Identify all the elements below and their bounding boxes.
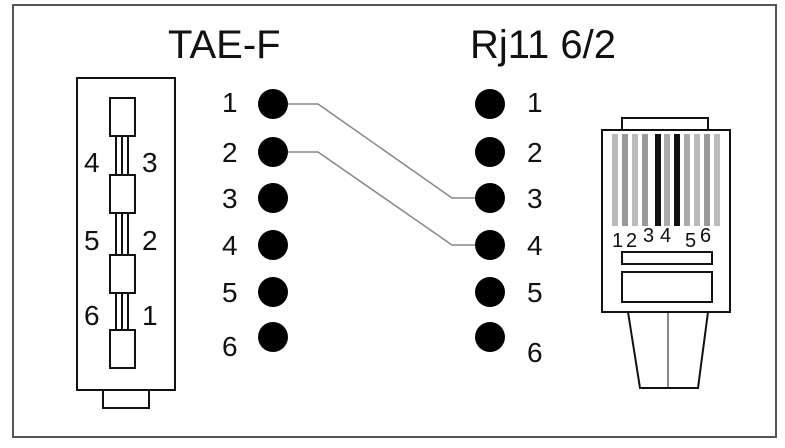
plug-pin-label-4: 4 [660, 225, 671, 247]
rj-pin-label-4: 4 [527, 230, 543, 261]
rj-pin-dot-4 [475, 230, 505, 260]
plug-pin-label-3: 3 [643, 225, 654, 247]
tae-pin-dot-6 [258, 322, 288, 352]
plug-pin-label-2: 2 [626, 230, 637, 252]
rj-pin-dot-2 [475, 137, 505, 167]
rj-pin-dot-3 [475, 183, 505, 213]
rj11-pin-column: 1 2 3 4 5 6 [475, 87, 543, 368]
tae-pin-dot-1 [258, 89, 288, 119]
wire-2-to-4 [273, 151, 490, 246]
tae-label-right-2: 1 [142, 300, 158, 331]
plug-pin-label-5: 5 [685, 230, 696, 252]
rj-pin-dot-5 [475, 277, 505, 307]
tae-label-right-0: 3 [142, 147, 158, 178]
rj11-plug [601, 117, 731, 389]
tae-pin-label-3: 3 [222, 183, 238, 214]
rj-pin-label-2: 2 [527, 137, 543, 168]
wire-1-to-3 [273, 103, 490, 199]
tae-pin-label-4: 4 [222, 230, 238, 261]
tae-pin-label-2: 2 [222, 137, 238, 168]
rj-pin-label-1: 1 [527, 87, 543, 118]
plug-pin-label-6: 6 [700, 225, 711, 247]
tae-pin-dot-3 [258, 183, 288, 213]
rj-pin-dot-1 [475, 89, 505, 119]
rj-pin-label-5: 5 [527, 277, 543, 308]
tae-pin-dot-4 [258, 230, 288, 260]
tae-label-left-0: 4 [84, 147, 100, 178]
wires [273, 103, 490, 246]
tae-pin-label-1: 1 [222, 87, 238, 118]
tae-label-right-1: 2 [142, 225, 158, 256]
rj-pin-label-6: 6 [527, 337, 543, 368]
tae-pin-dot-5 [258, 277, 288, 307]
tae-label-left-1: 5 [84, 225, 100, 256]
tae-pin-label-5: 5 [222, 277, 238, 308]
tae-pin-label-6: 6 [222, 331, 238, 362]
tae-f-connector [76, 77, 176, 409]
plug-pin-label-1: 1 [612, 230, 623, 252]
title-tae-f: TAE-F [168, 23, 281, 67]
title-rj11: Rj11 6/2 [470, 23, 616, 67]
tae-label-left-2: 6 [84, 300, 100, 331]
rj11-plug-pin-labels: 1 2 3 4 5 6 [612, 225, 711, 252]
rj-pin-dot-6 [475, 322, 505, 352]
tae-pin-column: 1 2 3 4 5 6 [222, 87, 288, 362]
tae-pin-dot-2 [258, 137, 288, 167]
rj-pin-label-3: 3 [527, 183, 543, 214]
